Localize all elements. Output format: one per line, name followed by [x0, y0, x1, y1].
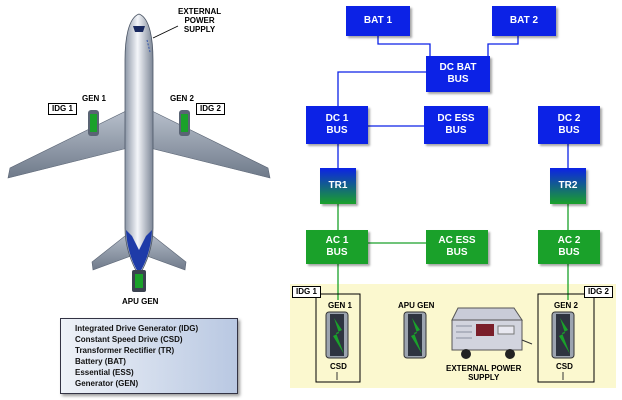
legend-item: Battery (BAT): [75, 357, 126, 366]
panel-gen1-label: GEN 1: [328, 301, 353, 310]
panel-apu-gen-label: APU GEN: [398, 301, 435, 310]
panel-gen2-label: GEN 2: [554, 301, 579, 310]
gen1-label: GEN 1: [82, 94, 107, 103]
tr1-box: TR1: [320, 168, 356, 204]
external-power-cart: [451, 307, 533, 359]
cockpit-windows: [133, 26, 145, 32]
legend-item: Generator (GEN): [75, 379, 139, 388]
csd2-label: CSD: [556, 362, 573, 371]
dc2-bus-box: DC 2 BUS: [538, 106, 600, 144]
gen2-unit: [551, 311, 575, 380]
idg2-tag: IDG 2: [196, 103, 225, 115]
dc-ess-bus-box: DC ESS BUS: [424, 106, 488, 144]
ac1-bus-box: AC 1 BUS: [306, 230, 368, 264]
dc1-bus-box: DC 1 BUS: [306, 106, 368, 144]
aircraft-illustration: [7, 13, 271, 292]
external-power-label: EXTERNAL POWER SUPPLY: [178, 7, 222, 34]
dc-bat-bus-box: DC BAT BUS: [426, 56, 490, 92]
apu-gen-label: APU GEN: [122, 297, 159, 306]
panel-idg1-tag: IDG 1: [292, 286, 321, 298]
ext-power-supply-label: EXTERNAL POWER SUPPLY: [446, 364, 522, 382]
bat2-box: BAT 2: [492, 6, 556, 36]
legend-item: Transformer Rectifier (TR): [75, 346, 175, 355]
ac2-bus-box: AC 2 BUS: [538, 230, 600, 264]
csd1-label: CSD: [330, 362, 347, 371]
ac-ess-bus-box: AC ESS BUS: [426, 230, 488, 264]
legend-item: Integrated Drive Generator (IDG): [75, 324, 199, 333]
legend-item: Essential (ESS): [75, 368, 134, 377]
idg1-tag: IDG 1: [48, 103, 77, 115]
legend-box: Integrated Drive Generator (IDG) Constan…: [60, 318, 238, 394]
bat1-box: BAT 1: [346, 6, 410, 36]
gen2-label: GEN 2: [170, 94, 195, 103]
legend-item: Constant Speed Drive (CSD): [75, 335, 183, 344]
tail-paint: [126, 230, 152, 274]
apu-gen-unit: [403, 311, 427, 359]
tr2-box: TR2: [550, 168, 586, 204]
gen1-unit: [325, 311, 349, 380]
panel-idg2-tag: IDG 2: [584, 286, 613, 298]
